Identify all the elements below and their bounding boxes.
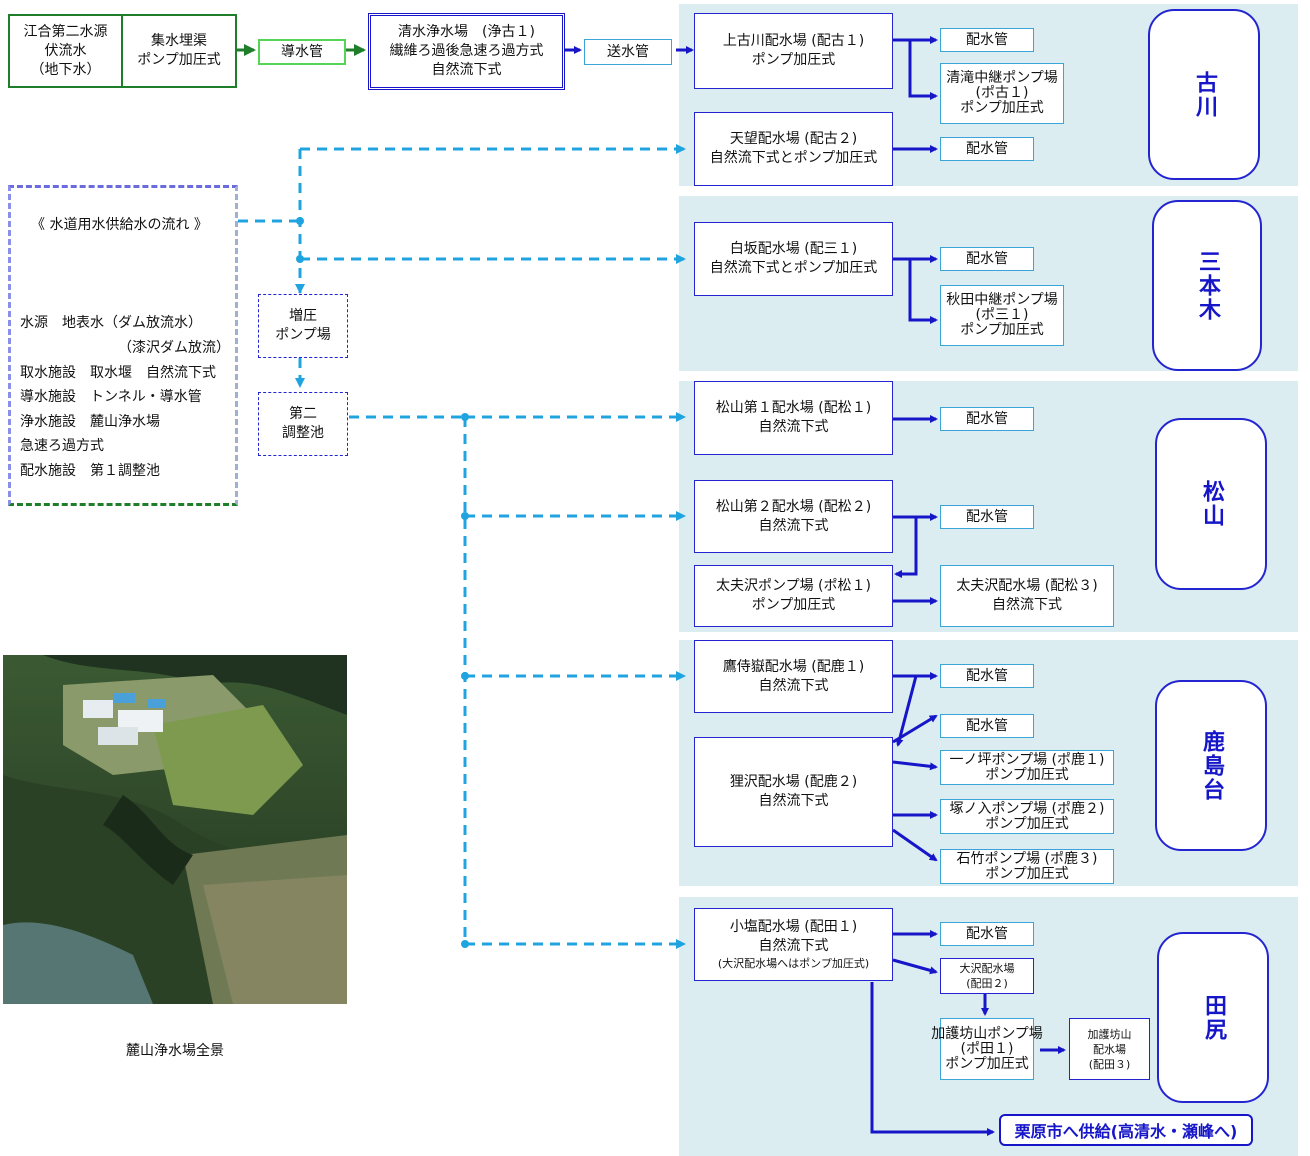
station-kagobozan-pump: 加護坊山ポンプ場 (ポ田１) ポンプ加圧式 (931, 1018, 1043, 1080)
legend-title: 《 水道用水供給水の流れ 》 (31, 217, 208, 233)
source-line-1: 江合第二水源 (23, 23, 108, 40)
station-ishitake-pump: 石竹ポンプ場 (ポ鹿３) ポンプ加圧式 (940, 849, 1114, 884)
source-line-2: 伏流水 (44, 42, 87, 59)
distribution-pipe-6: 配水管 (940, 664, 1034, 688)
station-ofusawa-reservoir: 太夫沢配水場 (配松３) 自然流下式 (940, 565, 1114, 627)
station-tenbo: 天望配水場 (配古２) 自然流下式とポンプ加圧式 (694, 112, 893, 186)
station-kagobozan-reservoir: 加護坊山 配水場 (配田３) (1069, 1018, 1150, 1080)
station-shirasaka: 白坂配水場 (配三１) 自然流下式とポンプ加圧式 (694, 222, 893, 296)
legend-line-4: 導水施設 トンネル・導水管 (20, 389, 202, 405)
legend-line-3: 取水施設 取水堰 自然流下式 (20, 365, 216, 381)
station-kiyotaki-pump: 清滝中継ポンプ場 (ポ古１) ポンプ加圧式 (940, 63, 1064, 124)
region-sanbongi: 三本木 (1152, 200, 1262, 371)
station-ichinotsubo-pump: 一ノ坪ポンプ場 (ポ鹿１) ポンプ加圧式 (940, 750, 1114, 785)
plant-line-1: 清水浄水場 (浄古１) (398, 24, 535, 40)
station-matsuyama2: 松山第２配水場 (配松２) 自然流下式 (694, 480, 893, 553)
distribution-pipe-8: 配水管 (940, 922, 1034, 946)
intake-pipe-label: 導水管 (258, 39, 346, 65)
station-matsuyama1: 松山第１配水場 (配松１) 自然流下式 (694, 381, 893, 455)
kurihara-supply-label: 栗原市へ供給(高清水・瀬峰へ) (999, 1114, 1253, 1146)
legend-line-1: 水源 地表水（ダム放流水） (20, 315, 202, 331)
legend-box: 《 水道用水供給水の流れ 》 水源 地表水（ダム放流水） （漆沢ダム放流） 取水… (8, 185, 238, 506)
distribution-pipe-4: 配水管 (940, 407, 1034, 431)
station-tanukizawa: 狸沢配水場 (配鹿２) 自然流下式 (694, 737, 893, 847)
station-takamachi: 鷹侍嶽配水場 (配鹿１) 自然流下式 (694, 640, 893, 713)
distribution-pipe-2: 配水管 (940, 137, 1034, 161)
region-kashimadai: 鹿島台 (1155, 680, 1267, 851)
plant-aerial-photo (3, 655, 347, 1004)
legend-line-7: 配水施設 第１調整池 (20, 463, 160, 479)
intake-method-line-1: 集水埋渠 (151, 33, 207, 49)
station-kamifurukawa: 上古川配水場 (配古１) ポンプ加圧式 (694, 13, 893, 89)
legend-line-2: （漆沢ダム放流） (118, 340, 230, 356)
distribution-pipe-7: 配水管 (940, 714, 1034, 738)
purification-plant-box: 清水浄水場 (浄古１) 繊維ろ過後急速ろ過方式 自然流下式 (368, 13, 565, 90)
photo-caption: 麓山浄水場全景 (126, 1043, 224, 1059)
plant-line-2: 繊維ろ過後急速ろ過方式 (389, 43, 544, 59)
source-line-3: （地下水） (30, 61, 101, 78)
station-akita-pump: 秋田中継ポンプ場 (ポ三１) ポンプ加圧式 (940, 285, 1064, 346)
region-tajiri: 田尻 (1157, 932, 1269, 1103)
station-koshio: 小塩配水場 (配田１) 自然流下式 (大沢配水場へはポンプ加圧式) (694, 908, 893, 981)
second-reservoir-box: 第二 調整池 (258, 392, 348, 456)
region-furukawa: 古川 (1148, 9, 1260, 180)
station-ofusawa-pump: 太夫沢ポンプ場 (ポ松１) ポンプ加圧式 (694, 565, 893, 627)
plant-line-3: 自然流下式 (431, 62, 502, 78)
intake-method-line-2: ポンプ加圧式 (137, 52, 221, 68)
region-matsuyama: 松山 (1155, 418, 1267, 590)
distribution-pipe-3: 配水管 (940, 247, 1034, 271)
station-tsukanoiri-pump: 塚ノ入ポンプ場 (ポ鹿２) ポンプ加圧式 (940, 799, 1114, 834)
legend-line-6: 急速ろ過方式 (20, 438, 104, 454)
source-box: 江合第二水源 伏流水 （地下水） (8, 14, 123, 88)
distribution-pipe-1: 配水管 (940, 28, 1034, 52)
intake-method-box: 集水埋渠 ポンプ加圧式 (121, 14, 237, 88)
station-osawa: 大沢配水場 (配田２) (940, 958, 1034, 994)
booster-pump-box: 増圧 ポンプ場 (258, 294, 348, 358)
transmission-pipe-label: 送水管 (584, 39, 672, 65)
legend-line-5: 浄水施設 麓山浄水場 (20, 414, 160, 430)
distribution-pipe-5: 配水管 (940, 505, 1034, 529)
